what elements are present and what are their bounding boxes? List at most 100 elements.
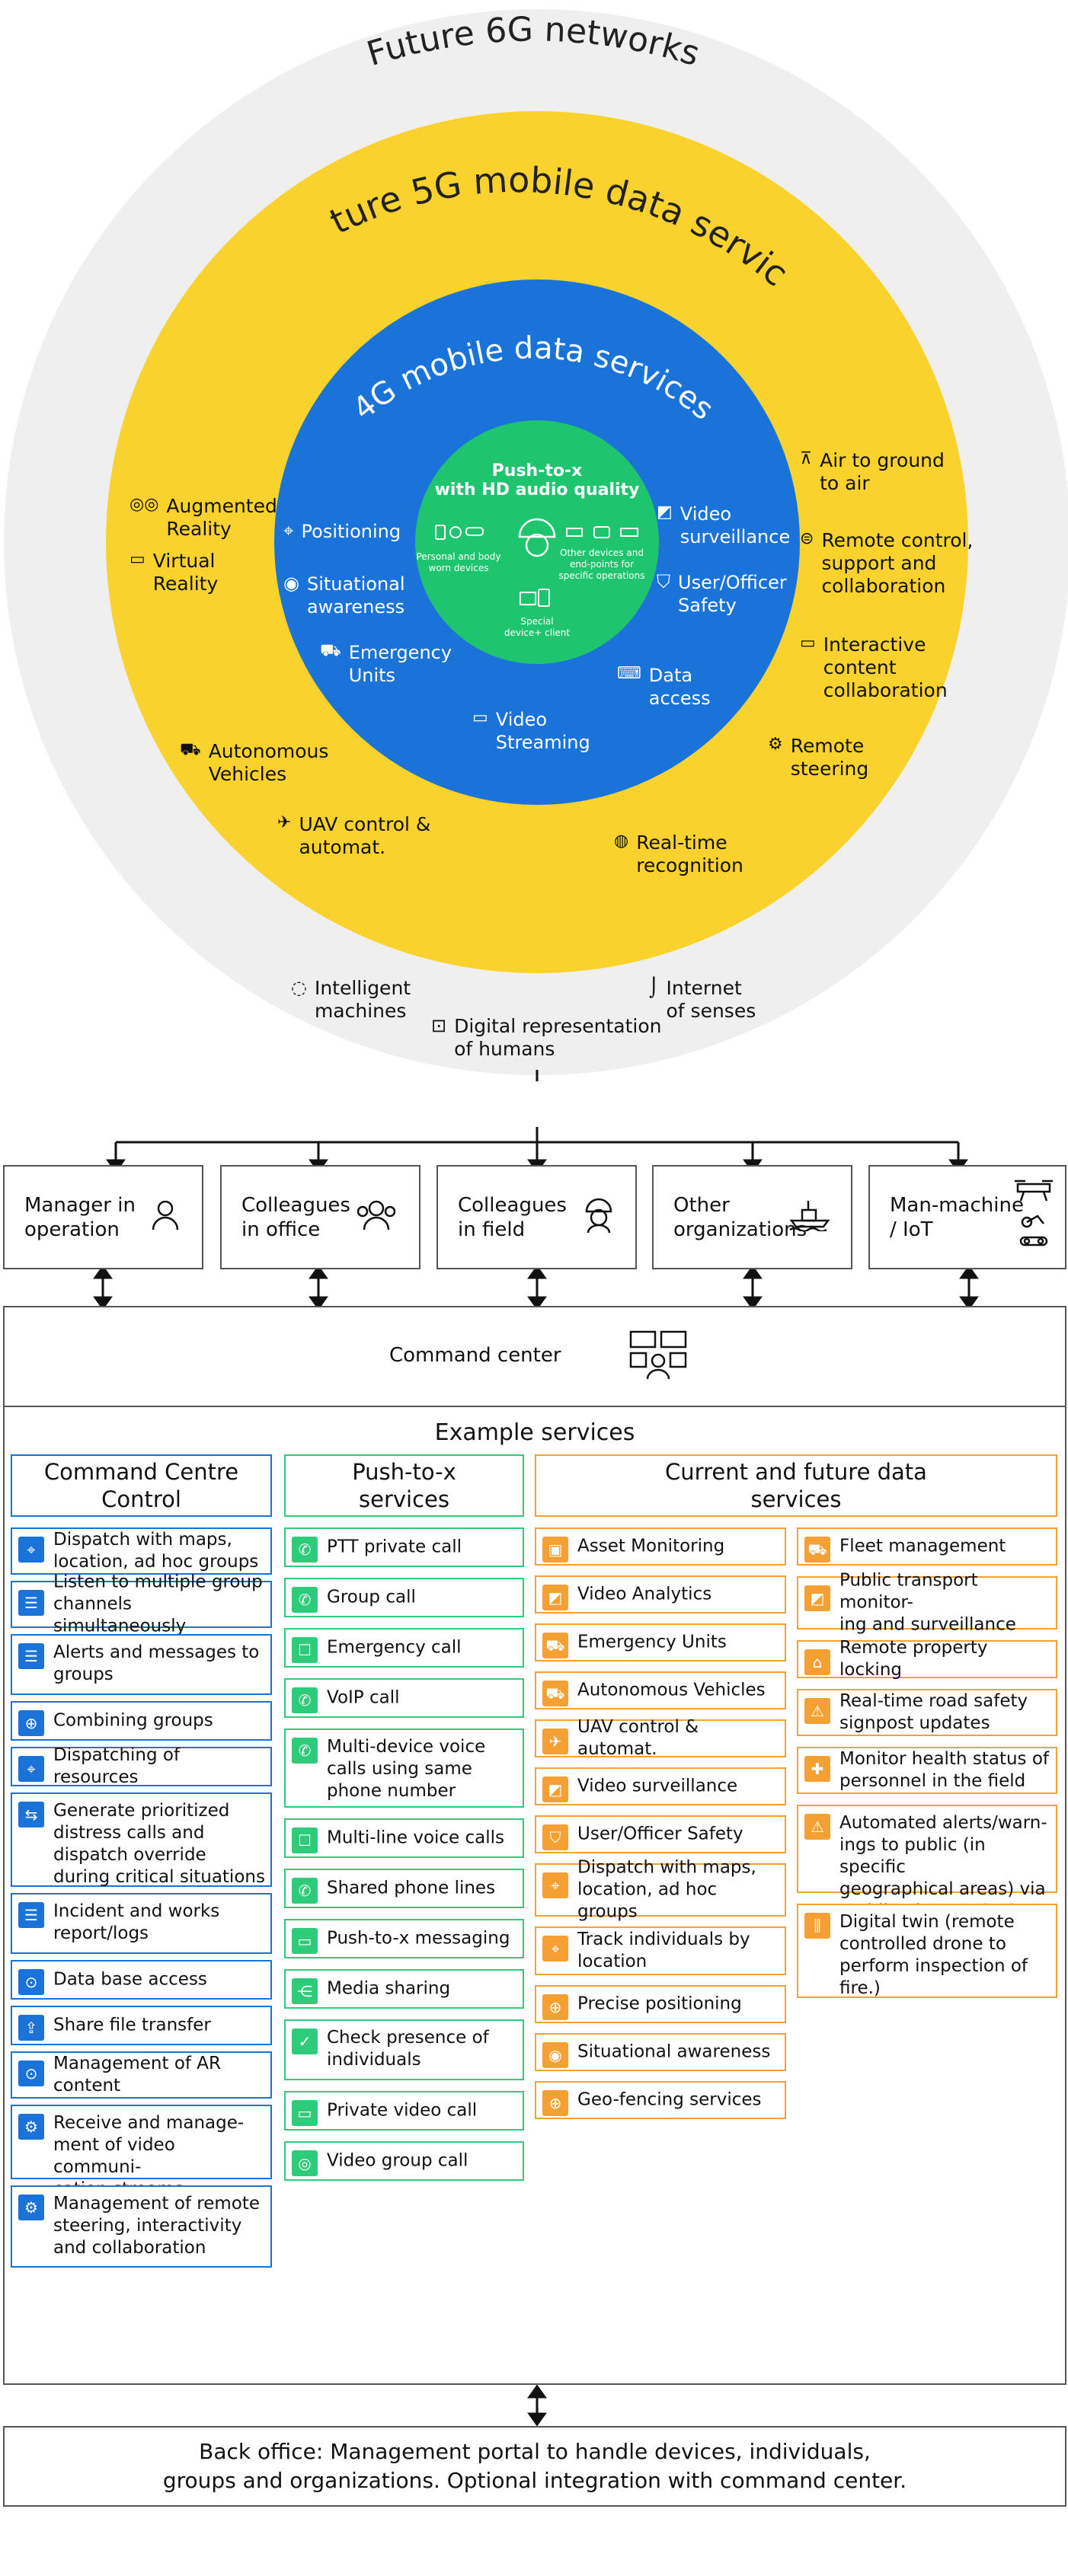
drone-icon: ✈ [277,813,292,832]
yl-uav: ✈ UAV control & automat. [277,813,431,858]
command-item-label: Dispatch with maps, location, ad hoc gro… [53,1530,259,1572]
svg-text:with HD audio quality: with HD audio quality [435,480,640,500]
data-right-service-icon: ⚠ [804,1698,830,1724]
command-service-icon: ⚙ [18,2114,44,2140]
data-right-item-label: Fleet management [839,1536,1006,1556]
data-left-service-icon: ⛟ [542,1633,568,1658]
command-item[interactable]: ☰Listen to multiple group channels simul… [11,1572,272,1636]
ptx-center: Push-to-x with HD audio quality Personal… [417,461,645,638]
data-left-item[interactable]: ⌖Track individuals by location [535,1926,786,1975]
vehicle-icon: ⛟ [180,740,201,759]
data-right-service-icon: ✚ [804,1756,830,1782]
command-item[interactable]: ⌖Dispatching of resources [11,1745,272,1787]
command-item-label: Management of remote steering, interacti… [53,2194,261,2258]
command-item[interactable]: ☰Incident and works report/logs [11,1893,272,1954]
data-left-item[interactable]: ▣Asset Monitoring [535,1527,786,1566]
command-item[interactable]: ⊕Combining groups [11,1701,272,1741]
data-left-item[interactable]: ◩Video surveillance [535,1767,786,1805]
command-item[interactable]: ⚙ Management of remote steering, interact… [11,2185,272,2268]
data-left-service-icon: ◩ [542,1776,568,1802]
ptx-service-icon: ◎ [292,2150,318,2176]
data-left-item[interactable]: ✈UAV control & automat. [535,1717,786,1759]
yl-interactive: ▭ Interactive content collaboration [800,634,948,701]
command-item-label: Combining groups [53,1710,213,1731]
data-right-item[interactable]: ⌂Remote property locking [797,1638,1057,1680]
data-right-item[interactable]: ✚ Monitor health status of personnel in t… [797,1747,1057,1794]
ptx-item-label: Check presence of individuals [327,2028,489,2070]
ptx-item-label: PTT private call [327,1537,462,1557]
data-right-item[interactable]: ◩Public transport monitor- ing and surve… [797,1571,1057,1635]
ptx-item-label: Media sharing [327,1978,451,1999]
data-right-item[interactable]: ⫼Digital twin (remote controlled drone t… [797,1904,1057,1998]
senses-icon: ⌡ [649,977,659,998]
drone-robot-icon [1013,1178,1054,1257]
command-item-label: Receive and manage- ment of video commun… [53,2113,245,2199]
command-item[interactable]: ⇪Share file transfer [11,2006,272,2045]
command-item[interactable]: ⊙Data base access [11,1960,272,2000]
ptx-item[interactable]: ✆Multi-device voice calls using same pho… [284,1729,524,1808]
data-left-item-label: Dispatch with maps, location, ad hoc gro… [577,1857,756,1922]
data-right-item[interactable]: ⛟Fleet management [797,1527,1057,1566]
stakeholder-office[interactable]: Colleagues in office [220,1165,420,1269]
command-service-icon: ☰ [18,1902,44,1928]
data-right-item[interactable]: ⚠Real-time road safety signpost updates [797,1689,1057,1736]
data-left-item[interactable]: ⊕Geo-fencing services [535,2081,786,2119]
data-left-item[interactable]: ⛉User/Officer Safety [535,1815,786,1853]
gl-intelligent: ◌ Intelligent machines [291,977,411,1022]
ptx-service-icon: ▭ [292,1928,318,1954]
data-left-item[interactable]: ◉Situational awareness [535,2033,786,2071]
command-item[interactable]: ⌖Dispatch with maps, location, ad hoc gr… [11,1527,272,1575]
stakeholder-manager[interactable]: Manager in operation [3,1165,203,1269]
svg-text:Push-to-x: Push-to-x [492,461,583,480]
specific-devices-icon [566,526,638,538]
rings-diagram: Future 6G networks Future 5G mobile data… [0,0,1068,1081]
ptx-item[interactable]: ✆VoIP call [284,1678,524,1718]
ptx-item[interactable]: ✆PTT private call [284,1527,524,1567]
command-center[interactable]: Command center [3,1306,1066,1407]
laptop-icon: ⌨ [617,664,641,683]
data-left-item[interactable]: ◩Video Analytics [535,1575,786,1614]
ptx-item-label: Multi-line voice calls [327,1827,505,1848]
back-office[interactable]: Back office: Management portal to handle… [3,2426,1066,2507]
body-worn-devices-icon [435,525,484,540]
air-drone-icon: ⊼ [800,449,813,468]
command-service-icon: ⚙ [18,2195,44,2220]
data-left-service-icon: ⛟ [542,1681,568,1706]
data-left-service-icon: ◉ [542,2042,568,2068]
ambulance-icon: ⛟ [320,641,341,660]
gl-digital: ⊡ Digital representation of humans [431,1015,662,1060]
data-left-service-icon: ⌖ [542,1872,568,1898]
command-item[interactable]: ⚙ Receive and manage- ment of video commu… [11,2105,272,2199]
control-room-icon [629,1330,689,1384]
ptx-item[interactable]: ⋲Media sharing [284,1969,524,2009]
data-left-item[interactable]: ⊕Precise positioning [535,1985,786,2023]
helmet-worker-icon [582,1196,616,1239]
ptx-item[interactable]: ✓Check presence of individuals [284,2019,524,2080]
stakeholder-orgs[interactable]: Other organizations [652,1165,852,1269]
ptx-item[interactable]: ▭Private video call [284,2091,524,2131]
helmet-icon [518,518,556,557]
ptx-item[interactable]: ☐Emergency call [284,1628,524,1668]
ptx-item[interactable]: ▭Push-to-x messaging [284,1919,524,1958]
ptx-item[interactable]: ◎Video group call [284,2141,524,2181]
command-item[interactable]: ☰Alerts and messages to groups [11,1634,272,1695]
ptx-service-icon: ☐ [292,1637,318,1663]
stakeholder-iot[interactable]: Man-machine / IoT [868,1165,1066,1269]
data-right-service-icon: ⌂ [804,1649,830,1675]
ptx-item[interactable]: ✆Group call [284,1578,524,1617]
ptx-item[interactable]: ☐Multi-line voice calls [284,1818,524,1858]
command-item-label: Generate prioritized distress calls and … [53,1801,265,1887]
command-item[interactable]: ⊙Management of AR content [11,2051,272,2099]
ptx-item[interactable]: ✆Shared phone lines [284,1869,524,1908]
data-right-item-label: Monitor health status of personnel in th… [839,1749,1050,1791]
data-left-item[interactable]: ⛟Emergency Units [535,1623,786,1661]
data-left-item[interactable]: ⌖ Dispatch with maps, location, ad hoc gr… [535,1858,786,1922]
command-service-icon: ⇪ [18,2015,44,2041]
data-left-item[interactable]: ⛟Autonomous Vehicles [535,1671,786,1709]
data-right-service-icon: ⫼ [804,1913,830,1939]
command-item[interactable]: ⇆Generate prioritized distress calls and… [11,1792,272,1887]
data-left-service-icon: ◩ [542,1585,568,1610]
ptx-item-label: Group call [327,1587,416,1607]
stakeholder-field[interactable]: Colleagues in field [436,1165,637,1269]
data-right-item[interactable]: ⚠Automated alerts/warn- ings to public (… [797,1805,1057,1943]
